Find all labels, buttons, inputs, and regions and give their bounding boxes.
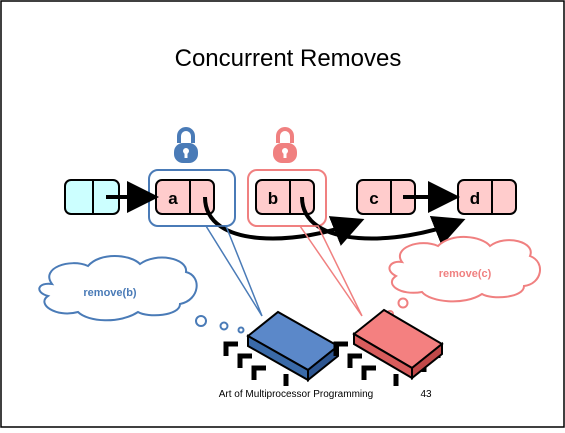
processor-icon [223,310,340,386]
thought-bubble: remove(c) [386,236,541,318]
node-label: a [168,189,178,208]
thought-bubble: remove(b) [38,255,245,334]
thought-text-left: remove(b) [83,287,137,299]
node-label: b [268,189,278,208]
slide-title: Concurrent Removes [175,45,402,72]
list-node-d: d [457,179,517,215]
list-node-a: a [155,179,215,215]
footer-text: Art of Multiprocessor Programming [219,389,374,400]
lock-icon [174,127,198,163]
lock-icon [273,127,297,163]
list-node-b: b [255,179,315,215]
arrow-a-to-c [203,196,365,246]
processor-icon [333,308,444,386]
callout-wedge-blue [204,225,263,317]
lock-highlight-b [247,169,327,227]
node-label: d [470,189,480,208]
arrow-b-to-d [300,196,466,246]
callout-wedge-pink [298,225,363,317]
page-number: 43 [420,389,432,400]
list-node-head [64,179,120,215]
node-label: c [369,189,378,208]
thought-text-right: remove(c) [439,268,492,280]
list-node-c: c [356,179,416,215]
